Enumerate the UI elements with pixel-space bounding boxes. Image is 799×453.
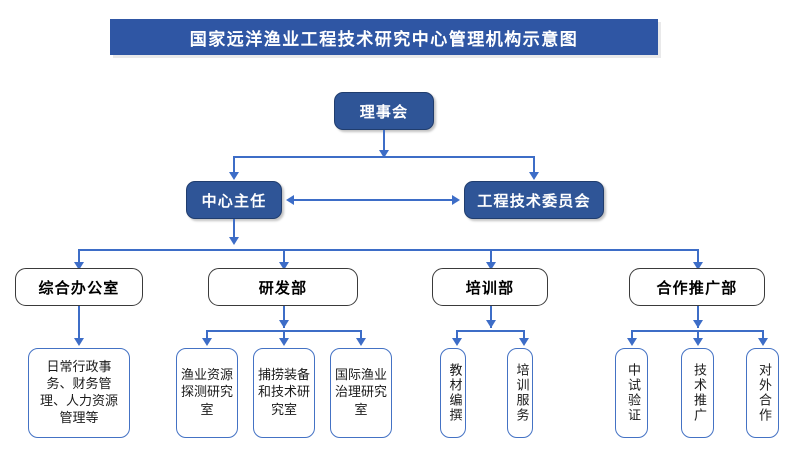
connector-dept-arrow-1	[74, 262, 84, 270]
connector-training-bus	[456, 330, 525, 332]
connector-dept-drop-3	[490, 249, 492, 267]
connector-dept-arrow-4	[693, 262, 703, 270]
connector-training-arrow-1	[452, 338, 462, 346]
leaf-rd-fishery-resource-lab[interactable]: 渔业资源探测研究室	[176, 348, 238, 438]
connector-board-left-drop	[233, 156, 235, 178]
connector-director-committee-arrow-right	[452, 195, 460, 205]
leaf-office-duties[interactable]: 日常行政事务、财务管理、人力资源管理等	[28, 348, 130, 438]
connector-promotion-drop-1	[631, 330, 633, 344]
connector-dept-arrow-2	[279, 262, 289, 270]
connector-committee-arrow	[529, 172, 539, 180]
connector-dept-arrow-3	[486, 262, 496, 270]
page-title: 国家远洋渔业工程技术研究中心管理机构示意图	[110, 19, 658, 55]
leaf-rd-international-governance-lab[interactable]: 国际渔业治理研究室	[330, 348, 392, 438]
connector-director-committee-arrow-left	[286, 195, 294, 205]
node-board[interactable]: 理事会	[334, 92, 434, 130]
connector-promotion-drop-3	[762, 330, 764, 344]
connector-rd-stem-arrow	[279, 320, 289, 328]
connector-rd-stem	[283, 306, 285, 328]
connector-rd-arrow-3	[356, 338, 366, 346]
connector-rd-arrow-2	[279, 338, 289, 346]
connector-training-stem-arrow	[486, 320, 496, 328]
connector-board-right-drop	[533, 156, 535, 178]
connector-training-drop-1	[456, 330, 458, 344]
connector-dept-drop-4	[697, 249, 699, 267]
connector-director-committee-line	[293, 199, 453, 201]
connector-rd-drop-2	[283, 330, 285, 344]
leaf-promotion-tech-extension[interactable]: 技术推广	[681, 348, 714, 438]
leaf-promotion-external-cooperation[interactable]: 对外合作	[746, 348, 779, 438]
connector-training-stem	[490, 306, 492, 328]
connector-board-arrow	[379, 150, 389, 158]
connector-rd-drop-3	[360, 330, 362, 344]
connector-promotion-stem-arrow	[693, 320, 703, 328]
node-center-director[interactable]: 中心主任	[186, 181, 282, 219]
connector-rd-arrow-1	[202, 338, 212, 346]
connector-promotion-arrow-2	[693, 338, 703, 346]
connector-rd-drop-1	[206, 330, 208, 344]
connector-board-stem	[383, 130, 385, 156]
node-tech-committee[interactable]: 工程技术委员会	[464, 181, 604, 219]
node-department-training[interactable]: 培训部	[432, 268, 548, 306]
connector-director-arrow	[229, 172, 239, 180]
connector-office-arrow	[74, 338, 84, 346]
leaf-rd-fishing-equipment-lab[interactable]: 捕捞装备和技术研究室	[253, 348, 315, 438]
connector-promotion-arrow-1	[627, 338, 637, 346]
connector-promotion-arrow-3	[758, 338, 768, 346]
connector-promotion-stem	[697, 306, 699, 328]
leaf-training-service[interactable]: 培训服务	[507, 348, 533, 438]
connector-dept-drop-1	[78, 249, 80, 267]
node-department-promotion[interactable]: 合作推广部	[629, 268, 765, 306]
connector-departments-bus	[78, 249, 698, 251]
connector-board-bus	[233, 156, 535, 158]
node-department-rd[interactable]: 研发部	[208, 268, 358, 306]
connector-promotion-drop-2	[697, 330, 699, 344]
connector-director-stem-arrow	[229, 237, 239, 245]
connector-training-drop-2	[523, 330, 525, 344]
connector-director-stem	[233, 219, 235, 243]
connector-office-stem	[78, 306, 80, 344]
leaf-promotion-pilot-verification[interactable]: 中试验证	[615, 348, 648, 438]
leaf-training-textbook[interactable]: 教材编撰	[440, 348, 466, 438]
connector-training-arrow-2	[519, 338, 529, 346]
connector-dept-drop-2	[283, 249, 285, 267]
node-department-general-office[interactable]: 综合办公室	[15, 268, 143, 306]
